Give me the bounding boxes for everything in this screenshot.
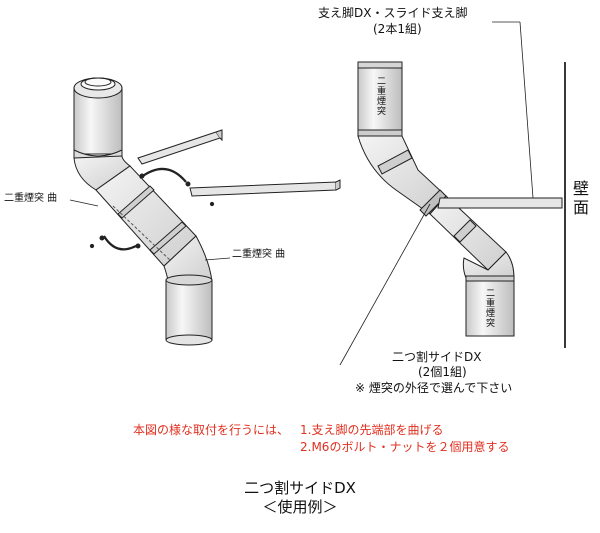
- clamp-subtitle: (2個1組): [418, 365, 467, 379]
- size-note: ※ 煙突の外径で選んで下さい: [355, 381, 513, 395]
- support-leg-short: [137, 131, 221, 165]
- instruction-step-2: 2.M6のボルト・ナットを２個用意する: [300, 440, 510, 454]
- right-support-leg: [437, 197, 563, 209]
- pipe-label-bottom: 二重煙突: [484, 288, 494, 328]
- caption-title: 二つ割サイドDX: [244, 479, 356, 497]
- left-pipe-assembly: [69, 77, 341, 346]
- top-vertical-pipe: [73, 87, 123, 155]
- right-upper-elbow: [357, 135, 447, 215]
- lower-clamp: [103, 235, 137, 251]
- upper-clamp: [139, 167, 187, 183]
- support-leg-long: [189, 181, 337, 197]
- support-subtitle: (2本1組): [373, 22, 422, 36]
- right-pipe-assembly: [339, 21, 566, 366]
- caption-subtitle: ＜使用例＞: [262, 498, 338, 516]
- instruction-lead: 本図の様な取付を行うには、: [133, 423, 290, 437]
- wall-label: 壁面: [570, 180, 589, 218]
- clamp-title: 二つ割サイドDX: [392, 350, 482, 364]
- support-title: 支え脚DX・スライド支え脚: [318, 6, 468, 20]
- instruction-step-1: 1.支え脚の先端部を曲げる: [300, 423, 444, 437]
- bottom-vertical-pipe: [165, 279, 213, 341]
- label-elbow-top: 二重煙突 曲: [4, 193, 58, 204]
- pipe-label-top: 二重煙突: [375, 76, 385, 116]
- label-elbow-bottom: 二重煙突 曲: [232, 249, 286, 260]
